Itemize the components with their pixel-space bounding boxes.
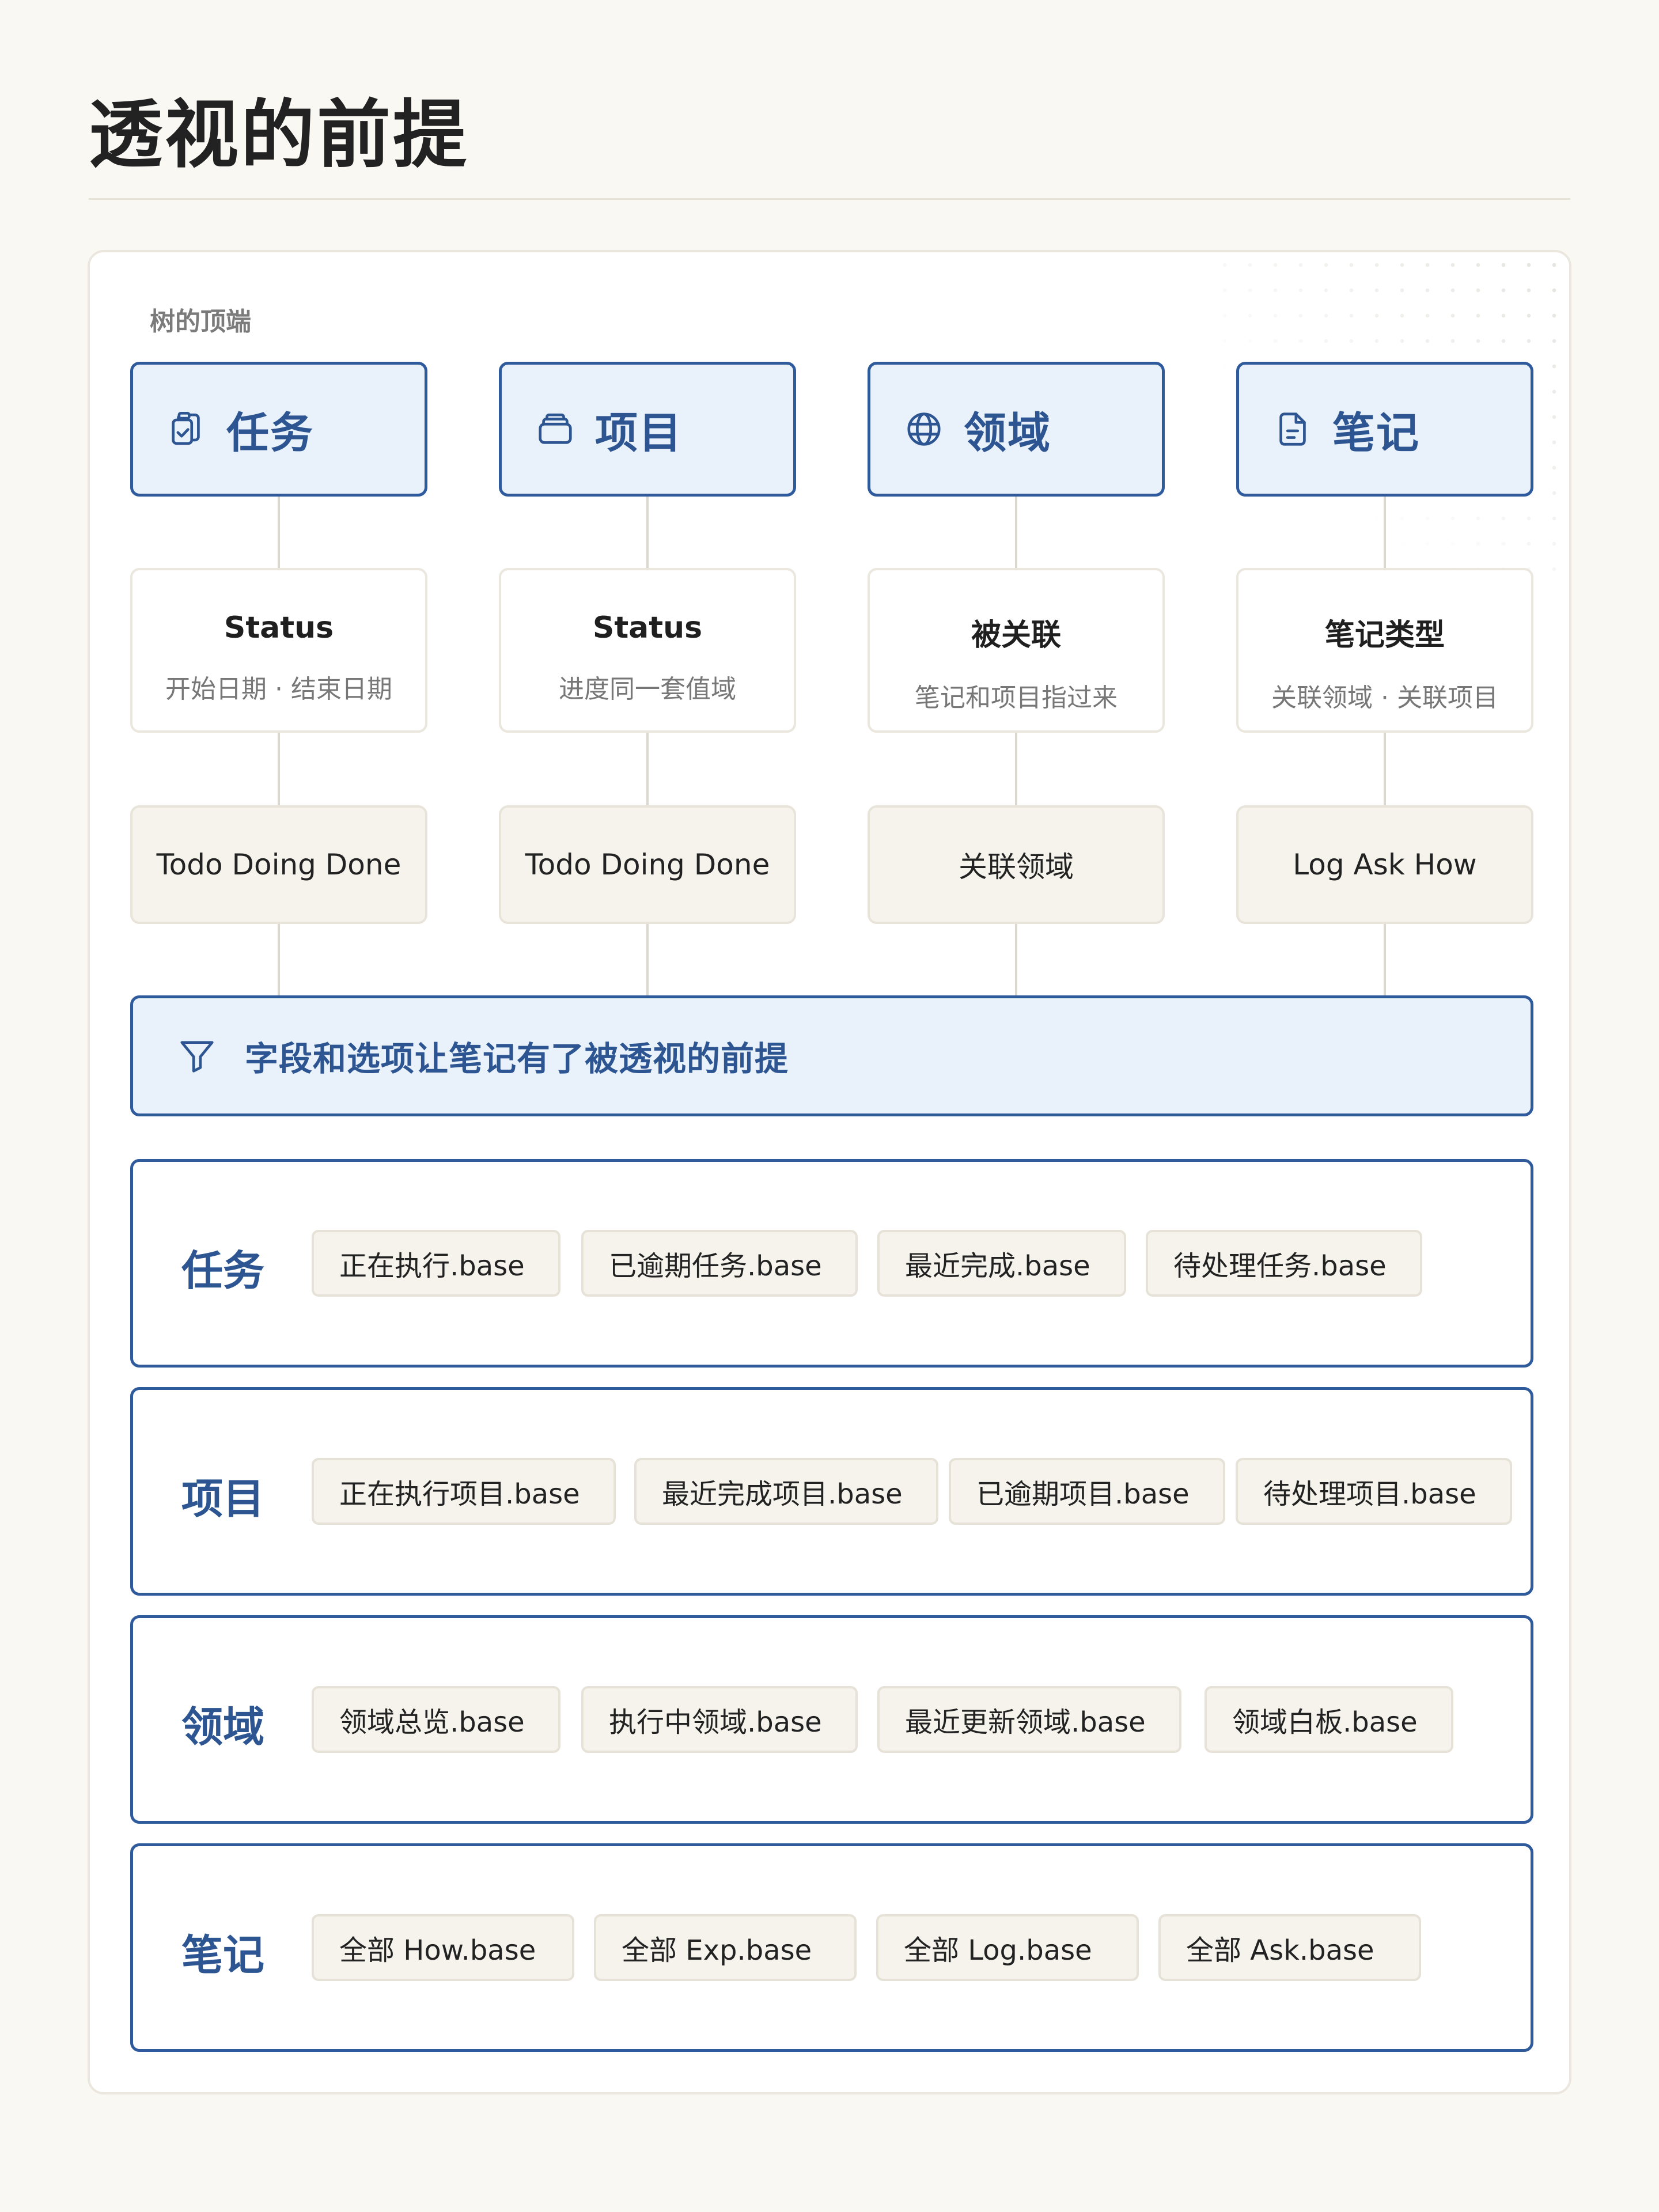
group-label: 领域 bbox=[181, 1703, 265, 1751]
page-title: 透视的前提 bbox=[89, 92, 469, 178]
base-group-tasks: 任务 正在执行.base 已逾期任务.base 最近完成.base 待处理任务.… bbox=[130, 1159, 1533, 1368]
connector-line bbox=[278, 497, 280, 568]
base-group-areas: 领域 领域总览.base 执行中领域.base 最近更新领域.base 领域白板… bbox=[130, 1615, 1533, 1824]
base-file-chip[interactable]: 全部 Exp.base bbox=[594, 1914, 857, 1981]
field-title: 笔记类型 bbox=[1324, 618, 1445, 653]
field-subtitle: 关联领域 · 关联项目 bbox=[1271, 683, 1498, 713]
base-group-notes: 笔记 全部 How.base 全部 Exp.base 全部 Log.base 全… bbox=[130, 1843, 1533, 2052]
connector-line bbox=[278, 924, 280, 995]
column-header-label: 领域 bbox=[964, 408, 1051, 458]
column-header-label: 任务 bbox=[226, 408, 314, 458]
connector-line bbox=[1384, 733, 1386, 805]
group-label: 任务 bbox=[181, 1247, 265, 1295]
base-file-chip[interactable]: 待处理任务.base bbox=[1146, 1230, 1422, 1297]
clipboard-check-icon bbox=[172, 411, 200, 445]
connector-line bbox=[646, 924, 649, 995]
field-title: Status bbox=[592, 611, 703, 645]
banner-text: 字段和选项让笔记有了被透视的前提 bbox=[245, 1039, 789, 1078]
values-card-notes: Log Ask How bbox=[1236, 805, 1533, 924]
field-card-tasks: Status 开始日期 · 结束日期 bbox=[130, 568, 427, 733]
values-card-projects: Todo Doing Done bbox=[499, 805, 796, 924]
base-file-chip[interactable]: 执行中领域.base bbox=[581, 1686, 858, 1753]
connector-line bbox=[1384, 924, 1386, 995]
base-file-chip[interactable]: 领域白板.base bbox=[1205, 1686, 1453, 1753]
field-card-projects: Status 进度同一套值域 bbox=[499, 568, 796, 733]
field-title: 被关联 bbox=[971, 618, 1061, 653]
base-file-chip[interactable]: 待处理项目.base bbox=[1236, 1458, 1512, 1525]
field-subtitle: 进度同一套值域 bbox=[559, 675, 736, 704]
filter-icon bbox=[180, 1041, 214, 1073]
column-header-notes: 笔记 bbox=[1236, 362, 1533, 497]
summary-banner: 字段和选项让笔记有了被透视的前提 bbox=[130, 995, 1533, 1116]
base-file-chip[interactable]: 全部 How.base bbox=[312, 1914, 574, 1981]
values-card-tasks: Todo Doing Done bbox=[130, 805, 427, 924]
field-subtitle: 笔记和项目指过来 bbox=[915, 683, 1118, 713]
connector-line bbox=[1015, 497, 1017, 568]
field-subtitle: 开始日期 · 结束日期 bbox=[165, 675, 392, 704]
folder-icon bbox=[539, 413, 572, 444]
column-header-label: 项目 bbox=[595, 408, 683, 458]
connector-line bbox=[1015, 733, 1017, 805]
base-file-chip[interactable]: 正在执行.base bbox=[312, 1230, 560, 1297]
base-file-chip[interactable]: 已逾期任务.base bbox=[581, 1230, 858, 1297]
column-header-tasks: 任务 bbox=[130, 362, 427, 497]
connector-line bbox=[1015, 924, 1017, 995]
base-file-chip[interactable]: 最近完成.base bbox=[877, 1230, 1126, 1297]
connector-line bbox=[278, 733, 280, 805]
base-file-chip[interactable]: 正在执行项目.base bbox=[312, 1458, 616, 1525]
field-card-notes: 笔记类型 关联领域 · 关联项目 bbox=[1236, 568, 1533, 733]
base-file-chip[interactable]: 领域总览.base bbox=[312, 1686, 560, 1753]
document-icon bbox=[1279, 412, 1306, 446]
group-label: 笔记 bbox=[181, 1931, 265, 1979]
group-label: 项目 bbox=[181, 1475, 265, 1523]
base-file-chip[interactable]: 最近完成项目.base bbox=[634, 1458, 938, 1525]
column-header-areas: 领域 bbox=[868, 362, 1165, 497]
base-file-chip[interactable]: 已逾期项目.base bbox=[949, 1458, 1225, 1525]
connector-line bbox=[646, 733, 649, 805]
values-card-areas: 关联领域 bbox=[868, 805, 1165, 924]
field-title: Status bbox=[224, 611, 334, 645]
section-label: 树的顶端 bbox=[150, 307, 251, 336]
base-group-projects: 项目 正在执行项目.base 最近完成项目.base 已逾期项目.base 待处… bbox=[130, 1387, 1533, 1596]
connector-line bbox=[646, 497, 649, 568]
base-file-chip[interactable]: 最近更新领域.base bbox=[877, 1686, 1181, 1753]
base-file-chip[interactable]: 全部 Ask.base bbox=[1158, 1914, 1421, 1981]
connector-line bbox=[1384, 497, 1386, 568]
title-divider bbox=[89, 198, 1570, 200]
globe-icon bbox=[907, 412, 941, 446]
column-header-projects: 项目 bbox=[499, 362, 796, 497]
diagram-card: 树的顶端 任务 Status 开始日期 · 结束日期 Todo Doing Do… bbox=[88, 250, 1571, 2094]
base-file-chip[interactable]: 全部 Log.base bbox=[876, 1914, 1139, 1981]
column-header-label: 笔记 bbox=[1332, 408, 1420, 458]
field-card-areas: 被关联 笔记和项目指过来 bbox=[868, 568, 1165, 733]
